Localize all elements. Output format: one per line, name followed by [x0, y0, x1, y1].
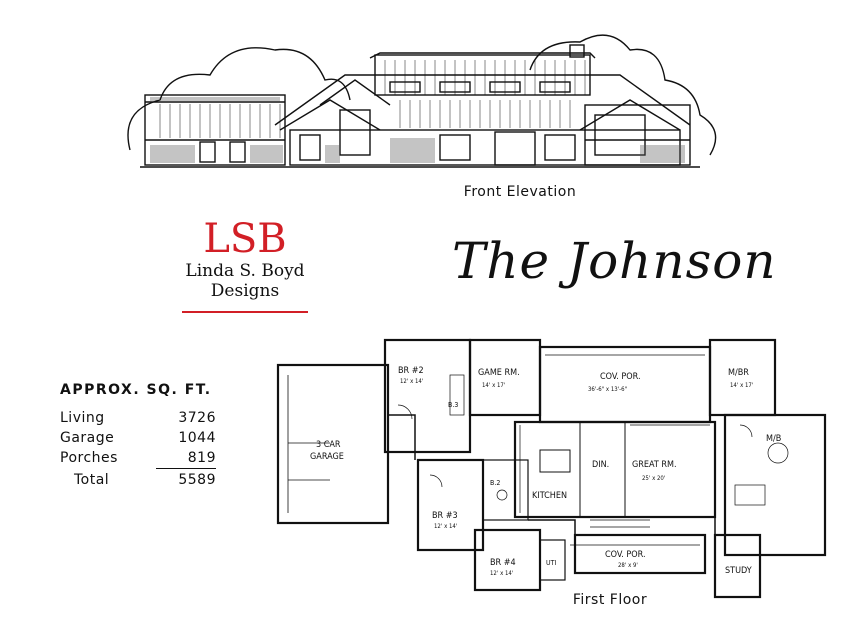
room-dim-mbr: 14' x 17' — [730, 382, 753, 389]
garage-outline — [276, 363, 390, 525]
sqft-label: Living — [60, 410, 105, 426]
room-label-mbr: M/BR — [728, 368, 749, 378]
room-label-kitchen: KITCHEN — [532, 491, 567, 501]
logo-name-line1: Linda S. Boyd — [185, 261, 305, 281]
logo-name-line2: Designs — [210, 281, 280, 301]
room-dim-game: 14' x 17' — [482, 382, 505, 389]
floor-caption: First Floor — [572, 592, 648, 608]
sqft-total-rule — [156, 468, 216, 469]
front-porch-outline — [573, 533, 707, 575]
room-label-garage2: GARAGE — [310, 452, 344, 462]
room-label-great: GREAT RM. — [632, 460, 677, 470]
room-label-br2: BR #2 — [398, 366, 424, 376]
room-dim-br3: 12' x 14' — [434, 523, 457, 530]
sqft-row-garage: Garage 1044 — [60, 430, 216, 448]
sqft-total-label: Total — [74, 472, 110, 488]
master-bath-outline — [723, 413, 827, 557]
room-label-utility: UTI — [546, 559, 556, 567]
sqft-label: Garage — [60, 430, 115, 446]
sqft-value: 1044 — [178, 430, 216, 446]
room-label-study: STUDY — [725, 566, 752, 576]
sqft-value: 3726 — [178, 410, 216, 426]
room-dim-br2: 12' x 14' — [400, 378, 423, 385]
room-label-game: GAME RM. — [478, 368, 520, 378]
br2-outline — [383, 338, 472, 454]
front-elevation-drawing — [127, 34, 717, 168]
sqft-row-total: Total 5589 — [60, 472, 216, 490]
study-outline — [713, 533, 762, 599]
plan-title: The Johnson — [452, 232, 777, 290]
room-label-br3: BR #3 — [432, 511, 458, 521]
room-label-garage: 3 CAR — [316, 440, 341, 450]
room-label-br4: BR #4 — [490, 558, 516, 568]
br3-outline — [416, 458, 485, 552]
living-block-outline — [513, 420, 717, 519]
sqft-total-value: 5589 — [178, 472, 216, 488]
sqft-row-living: Living 3726 — [60, 410, 216, 428]
sqft-title: APPROX. SQ. FT. — [60, 382, 212, 398]
room-dim-front-porch: 28' x 9' — [618, 562, 638, 569]
room-label-mb: M/B — [766, 434, 781, 444]
first-floor-plan: 3 CAR GARAGE BR #2 12' x 14' GAME RM. 14… — [276, 338, 827, 599]
sqft-row-porches: Porches 819 — [60, 450, 216, 468]
room-dim-great: 25' x 20' — [642, 475, 665, 482]
sqft-value: 819 — [187, 450, 216, 466]
room-label-bath2: B.2 — [490, 479, 500, 487]
logo-monogram: LSB — [203, 216, 286, 262]
elevation-caption: Front Elevation — [463, 184, 577, 200]
room-label-back-porch: COV. POR. — [600, 372, 641, 382]
room-label-din: DIN. — [592, 460, 609, 470]
back-porch-outline — [538, 345, 712, 424]
lsb-logo: LSB — [182, 216, 308, 313]
room-dim-br4: 12' x 14' — [490, 570, 513, 577]
sqft-label: Porches — [60, 450, 118, 466]
room-label-bath3: B.3 — [448, 401, 458, 409]
room-dim-back-porch: 36'-6" x 13'-6" — [588, 386, 627, 393]
room-label-front-porch: COV. POR. — [605, 550, 646, 560]
